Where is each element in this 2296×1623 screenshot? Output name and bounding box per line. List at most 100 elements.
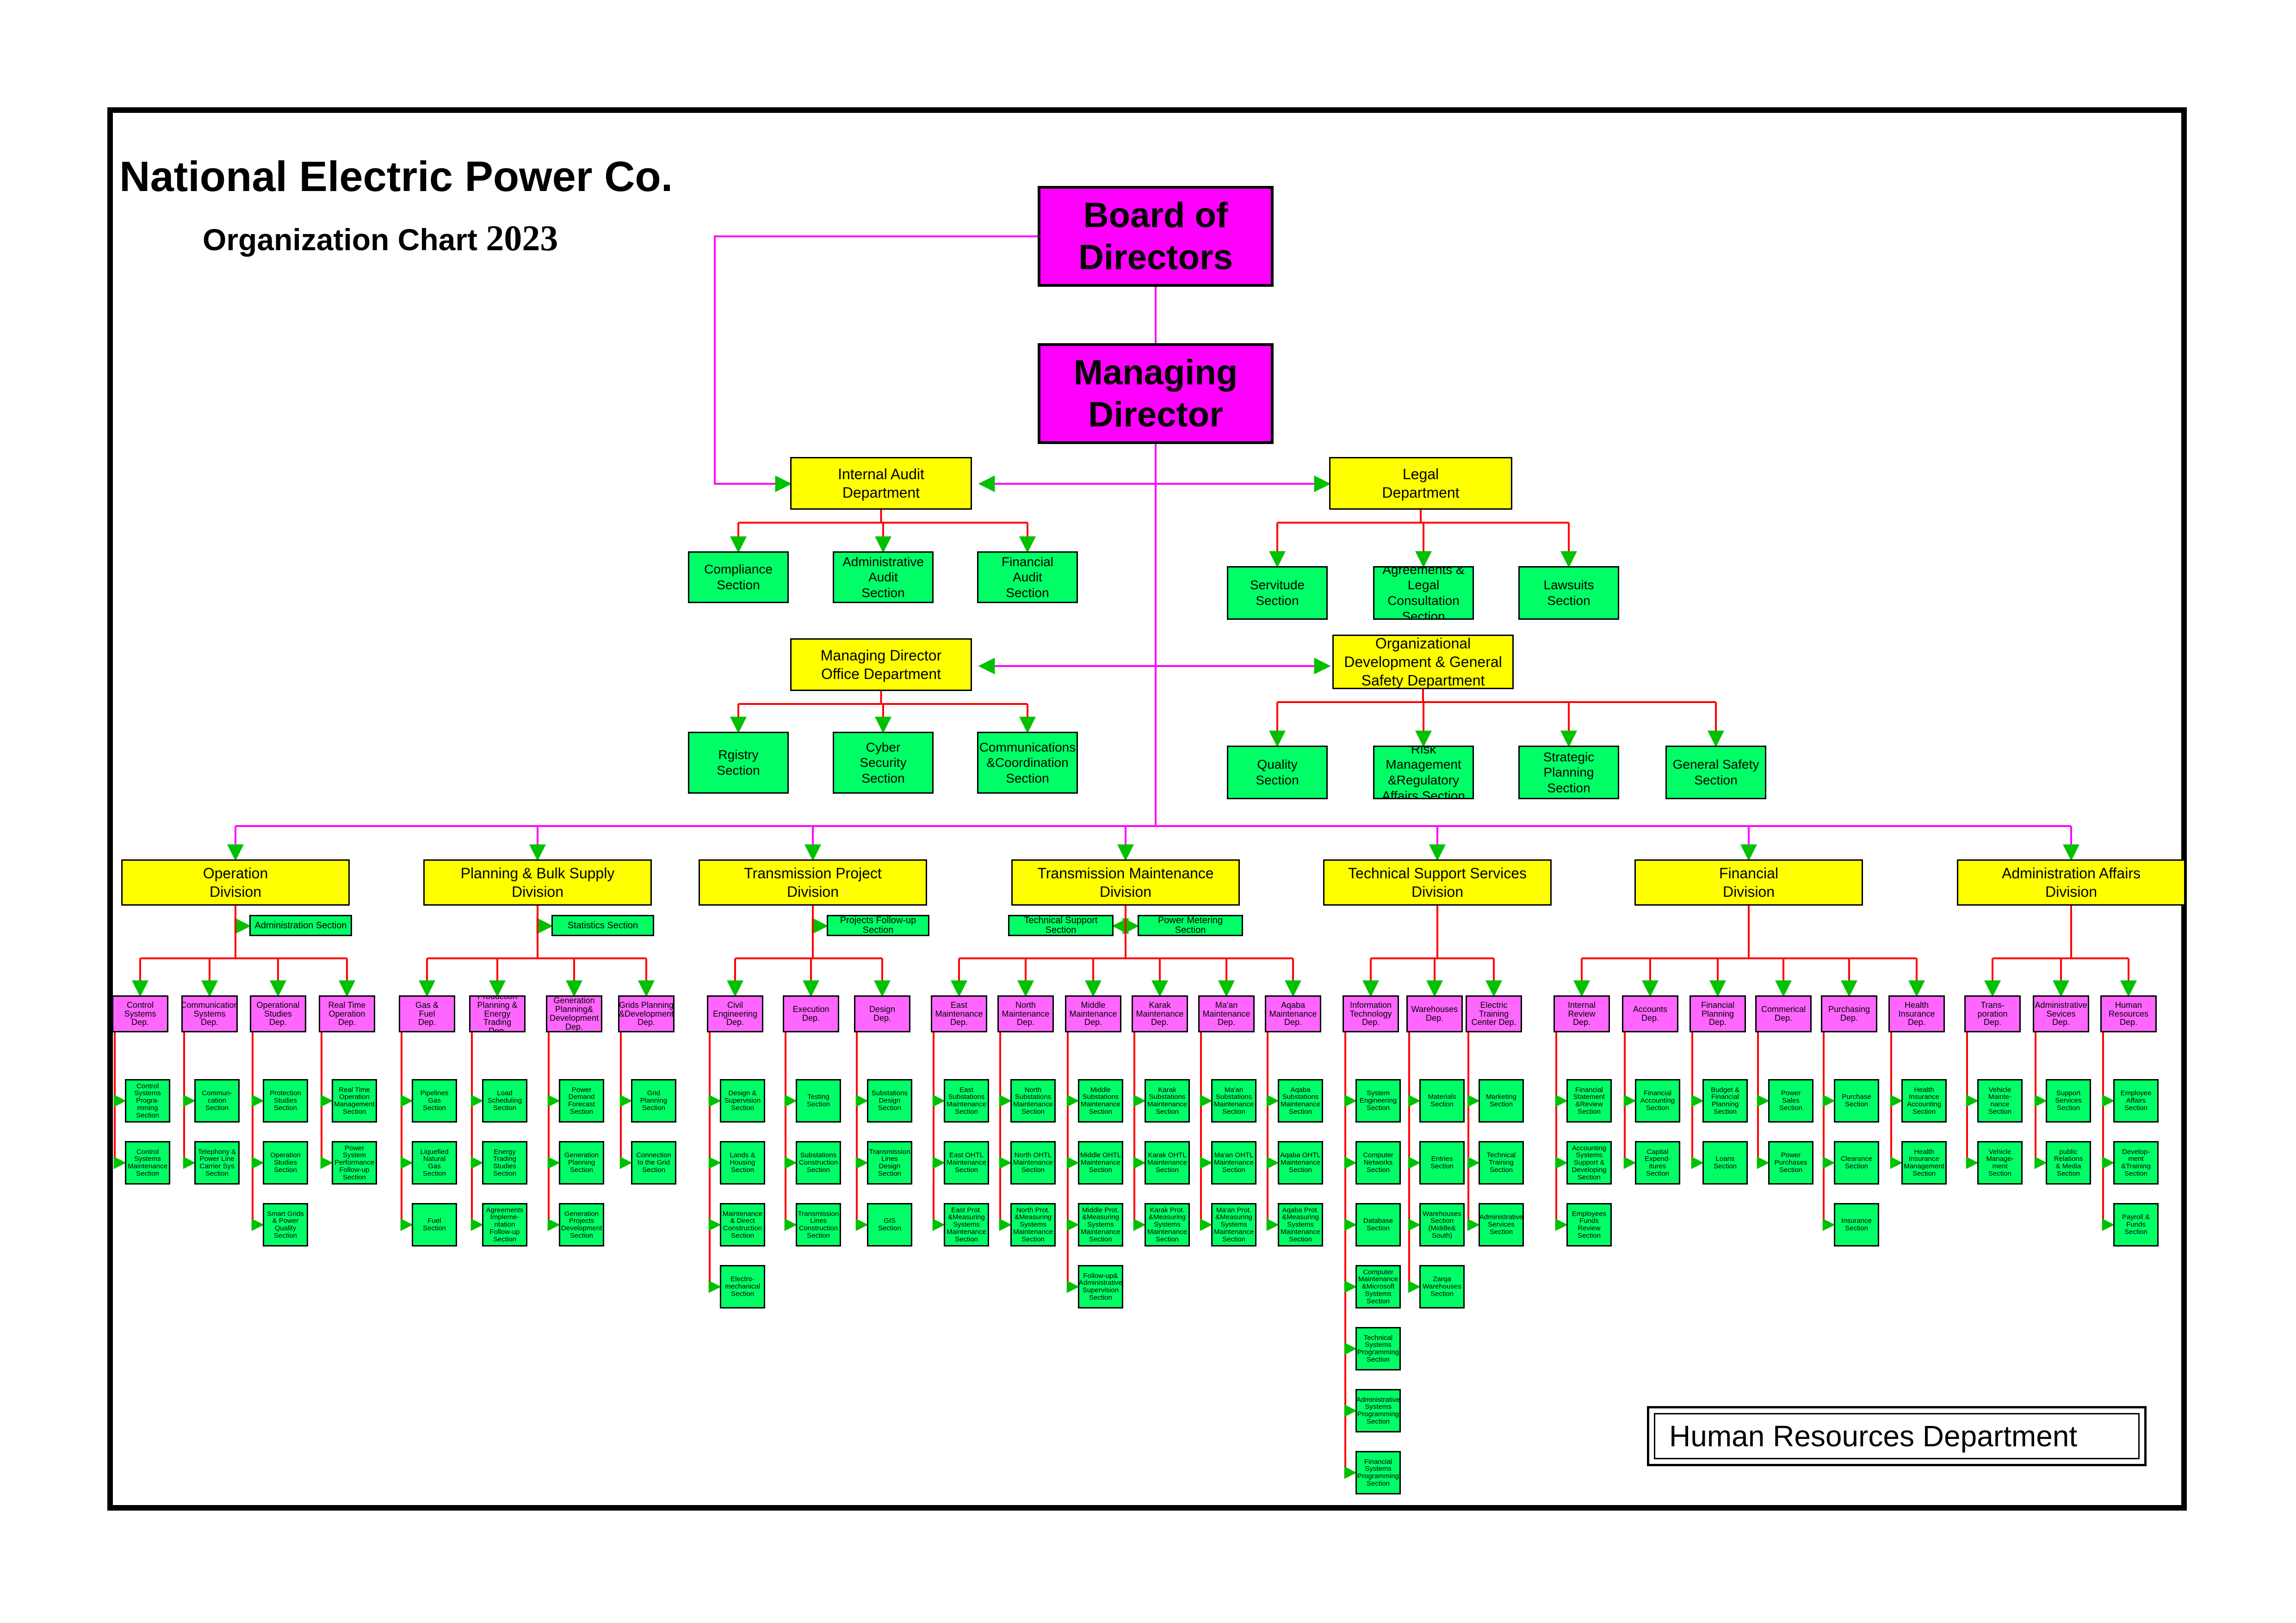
internal-audit-section-1: Administrative Audit Section	[833, 551, 934, 603]
division-1-tag-0: Statistics Section	[551, 915, 654, 936]
section-0-2-0: Protection Studies Section	[263, 1079, 308, 1123]
division-technical-support-services: Technical Support Services Division	[1323, 859, 1552, 906]
section-0-0-1: Control Systems Maintenance Section	[125, 1141, 170, 1185]
division-transmission-project: Transmission Project Division	[699, 859, 927, 906]
division-operation: Operation Division	[121, 859, 350, 906]
section-3-2-2: Middle Prot. &Measuring Systems Maintena…	[1078, 1203, 1123, 1247]
division-financial: Financial Division	[1634, 859, 1863, 906]
sub-department-3-5: Aqaba Maintenance Dep.	[1265, 995, 1321, 1032]
section-4-1-2: Warehouses Section (Middle& South)	[1419, 1203, 1465, 1247]
section-5-4-1: Clearance Section	[1834, 1141, 1879, 1185]
section-2-0-2: Maintenance & Direct Construction Sectio…	[720, 1203, 765, 1247]
sub-department-1-3: Grids Planning &Development Dep.	[618, 995, 675, 1032]
section-1-1-1: Energy Trading Studies Section	[482, 1141, 527, 1185]
sub-department-2-0: Civil Engineering Dep.	[707, 995, 763, 1032]
sub-department-1-2: Generation Planning& Development Dep.	[546, 995, 602, 1032]
subtitle-year: 2023	[486, 218, 558, 258]
legal-section-2: Lawsuits Section	[1518, 566, 1619, 620]
org-dev-section-2: Strategic Planning Section	[1518, 746, 1619, 799]
section-0-1-1: Telephony & Power Line Carrier Sys Secti…	[194, 1141, 240, 1185]
section-6-0-0: Vehicle Mainte- nance Section	[1977, 1079, 2023, 1123]
sub-department-2-2: Design Dep.	[854, 995, 910, 1032]
division-2-tag-0: Projects Follow-up Section	[827, 915, 929, 936]
sub-department-0-2: Operational Studies Dep.	[250, 995, 306, 1032]
sub-department-5-1: Accounts Dep.	[1622, 995, 1678, 1032]
section-2-0-1: Lands & Housing Section	[720, 1141, 765, 1185]
section-5-0-2: Employees Funds Review Section	[1566, 1203, 1612, 1247]
chart-frame	[107, 107, 2187, 1511]
sub-department-0-3: Real Time Operation Dep.	[319, 995, 375, 1032]
section-3-1-1: North OHTL Maintenance Section	[1010, 1141, 1056, 1185]
section-1-0-1: Liquefied Natural Gas Section	[412, 1141, 457, 1185]
section-3-5-0: Aqaba Substations Maintenance Section	[1278, 1079, 1323, 1123]
section-2-0-0: Design & Supervision Section	[720, 1079, 765, 1123]
section-3-4-0: Ma'an Substations Maintenance Section	[1211, 1079, 1256, 1123]
hr-department-label: Human Resources Department	[1654, 1413, 2140, 1459]
section-6-2-0: Employee Affairs Section	[2113, 1079, 2159, 1123]
section-5-5-0: Health Insurance Accounting Section	[1901, 1079, 1947, 1123]
section-5-5-1: Health Insurance Management Section	[1901, 1141, 1947, 1185]
sub-department-4-0: Information Technology Dep.	[1343, 995, 1399, 1032]
section-0-1-0: Commun- cation Section	[194, 1079, 240, 1123]
section-4-2-1: Technical Training Section	[1479, 1141, 1524, 1185]
sub-department-3-2: Middle Maintenance Dep.	[1065, 995, 1121, 1032]
section-4-0-4: Technical Systems Programming Section	[1355, 1327, 1401, 1370]
md-office-section-0: Rgistry Section	[688, 732, 789, 794]
section-1-0-2: Fuel Section	[412, 1203, 457, 1247]
section-5-0-1: Accounting Systems Support & Developing …	[1566, 1141, 1612, 1185]
sub-department-3-0: East Maintenance Dep.	[931, 995, 987, 1032]
sub-department-5-5: Health Insurance Dep.	[1888, 995, 1945, 1032]
internal-audit-section-0: Compliance Section	[688, 551, 789, 603]
section-6-2-1: Develop- ment &Training Section	[2113, 1141, 2159, 1185]
sub-department-2-1: Execution Dep.	[783, 995, 839, 1032]
section-0-2-1: Operation Studies Section	[263, 1141, 308, 1185]
section-3-1-2: North Prot. &Measuring Systems Maintenan…	[1010, 1203, 1056, 1247]
division-administration-affairs: Administration Affairs Division	[1957, 859, 2185, 906]
section-0-3-1: Power System Performance Follow-up Secti…	[332, 1141, 377, 1185]
internal-audit-section-2: Financial Audit Section	[977, 551, 1078, 603]
section-6-2-2: Payroll & Funds Section	[2113, 1203, 2159, 1247]
section-1-2-1: Generation Planning Section	[559, 1141, 604, 1185]
section-4-2-0: Marketing Section	[1479, 1079, 1524, 1123]
org-dev-section-3: General Safety Section	[1665, 746, 1766, 799]
page-title: National Electric Power Co.	[119, 153, 673, 200]
section-0-3-0: Real Time Operation Management Section	[332, 1079, 377, 1123]
page-subtitle: Organization Chart 2023	[203, 217, 558, 259]
section-4-1-3: Zarqa Warehouses Section	[1419, 1265, 1465, 1308]
section-1-1-0: Load Scheduling Section	[482, 1079, 527, 1123]
legal-section-1: Agreements & Legal Consultation Section	[1373, 566, 1474, 620]
section-3-0-0: East Substations Maintenance Section	[944, 1079, 989, 1123]
sub-department-5-0: Internal Review Dep.	[1553, 995, 1610, 1032]
md-office-department-box: Managing Director Office Department	[790, 638, 972, 691]
section-2-0-3: Electro- mechanical Section	[720, 1265, 765, 1308]
section-3-4-1: Ma'an OHTL Maintenance Section	[1211, 1141, 1256, 1185]
org-dev-section-1: Risk Management &Regulatory Affairs Sect…	[1373, 746, 1474, 799]
section-3-0-2: East Prot. &Measuring Systems Maintenanc…	[944, 1203, 989, 1247]
section-3-3-1: Karak OHTL Maintenance Section	[1145, 1141, 1190, 1185]
section-1-3-1: Connection to the Grid Section	[631, 1141, 676, 1185]
sub-department-3-4: Ma'an Maintenance Dep.	[1198, 995, 1255, 1032]
section-2-2-2: GIS Section	[867, 1203, 912, 1247]
sub-department-0-0: Control Systems Dep.	[112, 995, 168, 1032]
section-1-2-2: Generation Projects Development Section	[559, 1203, 604, 1247]
section-3-2-3: Follow-up& Administrative Supervision Se…	[1078, 1265, 1123, 1308]
sub-department-6-2: Human Resources Dep.	[2100, 995, 2157, 1032]
section-6-0-1: Vehicle Manage- ment Section	[1977, 1141, 2023, 1185]
division-transmission-maintenance: Transmission Maintenance Division	[1011, 859, 1240, 906]
sub-department-5-2: Financial Planning Dep.	[1690, 995, 1746, 1032]
section-3-4-2: Ma'an Prot. &Measuring Systems Maintenan…	[1211, 1203, 1256, 1247]
section-4-0-6: Financial Systems Programming Section	[1355, 1451, 1401, 1494]
sub-department-1-1: Production Planning & Energy Trading Dep…	[469, 995, 526, 1032]
section-5-1-1: Capital Expend- itures Section	[1635, 1141, 1680, 1185]
board-of-directors-box: Board of Directors	[1038, 186, 1274, 287]
section-0-0-0: Control Systems Progra- mming Section	[125, 1079, 170, 1123]
section-4-0-5: Administrative Systems Programming Secti…	[1355, 1389, 1401, 1432]
section-2-2-1: Transmission Lines Design Section	[867, 1141, 912, 1185]
internal-audit-department-box: Internal Audit Department	[790, 457, 972, 510]
connector-line	[714, 235, 1038, 492]
section-4-2-2: Administrative Services Section	[1479, 1203, 1524, 1247]
section-3-0-1: East OHTL Maintenance Section	[944, 1141, 989, 1185]
section-5-4-2: Insurance Section	[1834, 1203, 1879, 1247]
section-1-1-2: Agreements Impleme- ntation Follow-up Se…	[482, 1203, 527, 1247]
